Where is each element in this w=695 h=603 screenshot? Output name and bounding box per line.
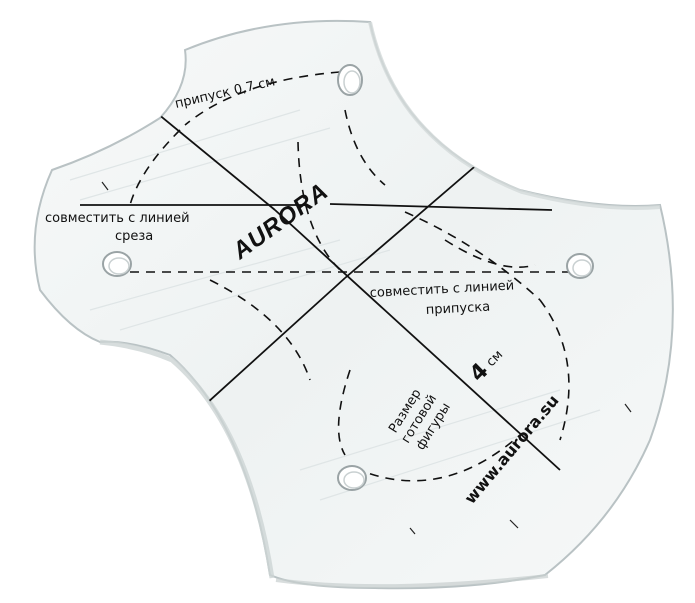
acrylic-reflections [69, 109, 601, 501]
seam-arc [354, 434, 521, 482]
align-edge-label-line2: среза [115, 229, 153, 244]
seam-arc [539, 299, 570, 441]
guide-line [329, 203, 553, 211]
tick-mark [624, 403, 632, 413]
seam-arc [297, 141, 341, 271]
seam-arc [184, 71, 341, 126]
seam-arc [129, 129, 181, 206]
pin-hole [102, 251, 132, 277]
align-edge-label-line1: совместить с линией [45, 211, 190, 226]
tick-mark [509, 519, 519, 529]
seam-arc [337, 369, 351, 456]
seam-arc [209, 279, 311, 381]
tick-mark [101, 181, 109, 191]
pin-holes [102, 64, 594, 491]
tick-mark [409, 527, 416, 535]
pin-hole [337, 465, 367, 491]
seam-arc [404, 211, 541, 301]
guide-line [344, 161, 481, 279]
tick-mark [73, 145, 81, 155]
pin-hole [566, 253, 594, 279]
align-allowance-label-line2: припуска [425, 300, 490, 318]
pin-hole [337, 64, 363, 96]
seam-arc [444, 239, 536, 268]
acrylic-plate [33, 19, 674, 590]
dashed-seam-lines [129, 71, 580, 482]
guide-line [274, 209, 561, 471]
